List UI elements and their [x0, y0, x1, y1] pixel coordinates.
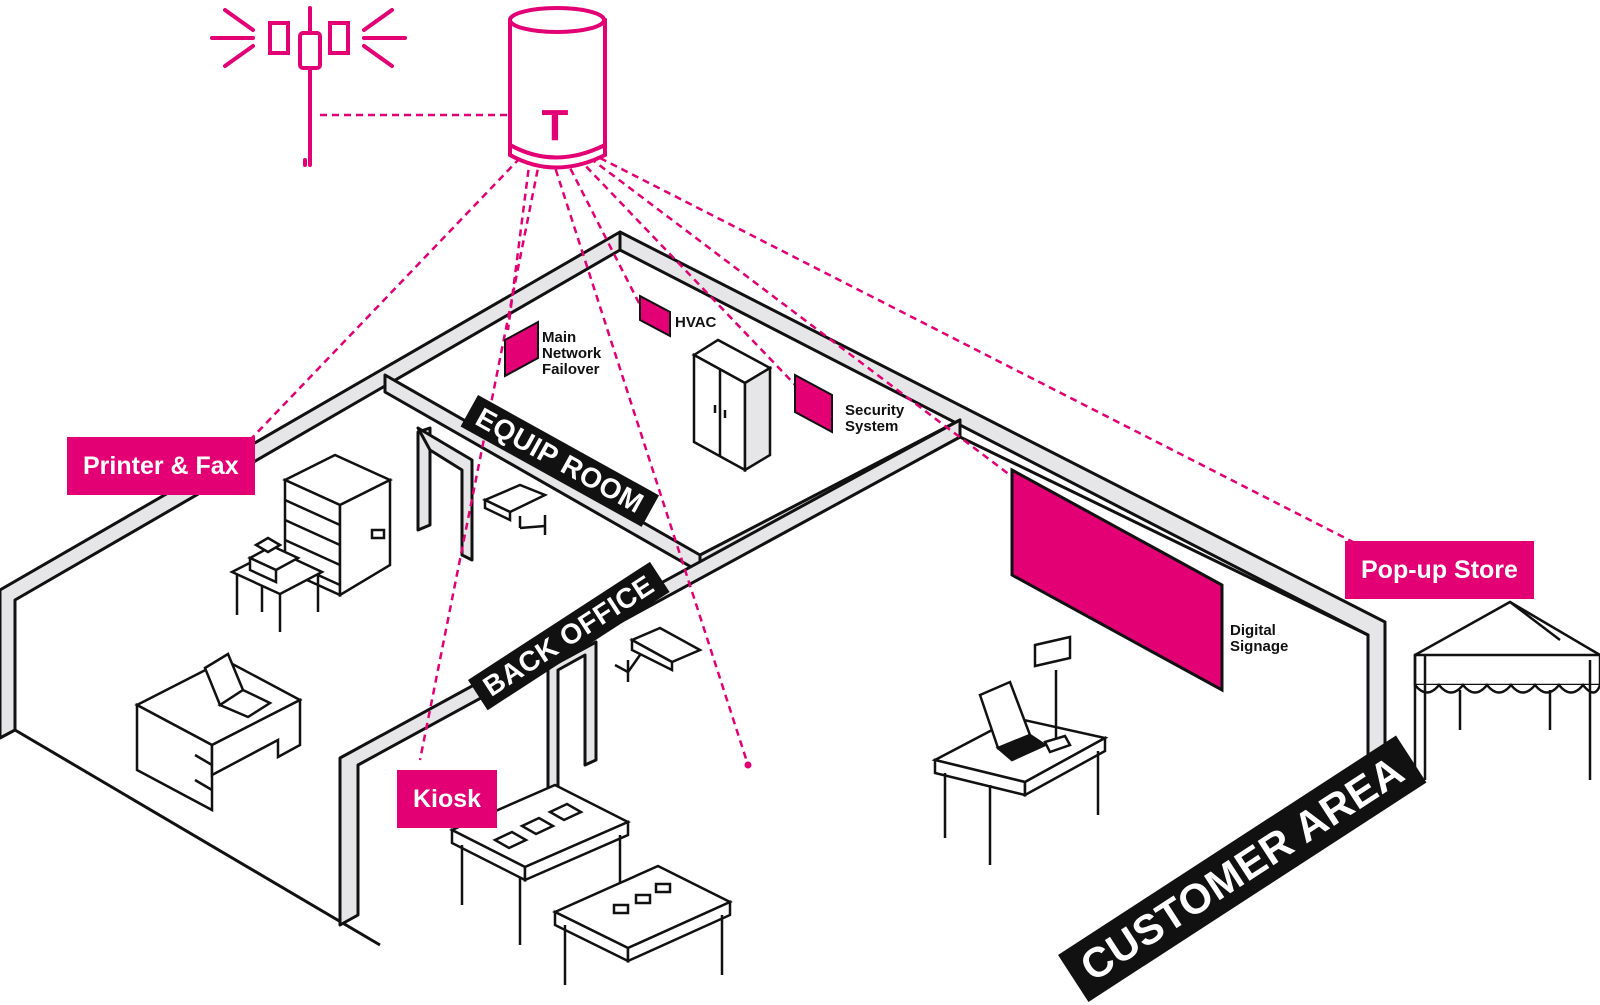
label-printer-fax: Printer & Fax [67, 437, 255, 495]
customer-divider-wall [338, 418, 962, 927]
floor-edge [14, 728, 381, 947]
door-frame-1 [416, 426, 474, 562]
security-camera-icon-2 [614, 626, 703, 682]
router-icon: T [508, 6, 607, 170]
digital-signage-screen [1010, 467, 1224, 693]
label-kiosk: Kiosk [397, 770, 498, 828]
security-system-panel [794, 373, 833, 434]
building-floor-plan [0, 230, 1387, 947]
router-logo: T [542, 101, 569, 150]
server-cabinet-icon [691, 338, 773, 473]
network-failover-panel [504, 320, 539, 378]
label-digital-signage: Digital Signage [1230, 622, 1289, 655]
hvac-panel [639, 294, 671, 338]
label-main-network-failover: Main Network Failover [542, 329, 602, 378]
tent-icon [1413, 600, 1600, 780]
pos-terminal-icon [931, 635, 1109, 865]
kiosk-table-2 [552, 864, 733, 985]
signal-lines [249, 113, 1356, 766]
label-security-system: Security System [845, 402, 905, 435]
back-office-left-partition [416, 426, 432, 532]
equip-divider-wall [383, 373, 702, 574]
printer-icon [229, 536, 325, 632]
label-hvac: HVAC [675, 314, 717, 331]
label-popup-store: Pop-up Store [1345, 541, 1534, 599]
laptop-icon [134, 652, 303, 813]
signal-endpoint-dot [744, 761, 752, 769]
signage-wall-floor [958, 435, 1370, 637]
cell-tower-icon [210, 6, 407, 167]
security-camera-icon [481, 483, 549, 535]
